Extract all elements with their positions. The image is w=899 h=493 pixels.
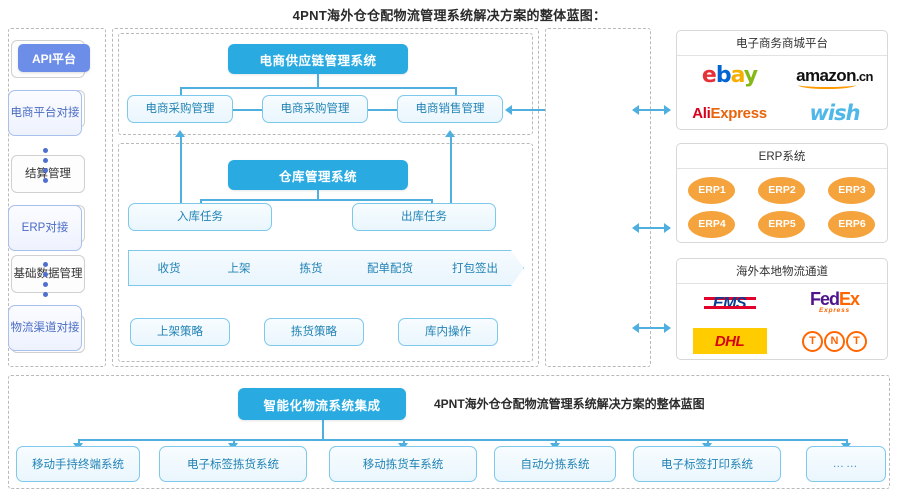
connector-api-ecom (638, 109, 670, 111)
arrow-up-outbound (445, 130, 455, 137)
arrow-up-inbound (175, 130, 185, 137)
connector-inbound-up (180, 137, 182, 205)
erp-item[interactable]: ERP3 (817, 173, 887, 207)
arrow-left-sales (505, 105, 512, 115)
sidebar-item-basic-data[interactable]: 基础数据管理 (11, 255, 85, 293)
api-column-container (545, 28, 651, 367)
logo-wish: wish (809, 101, 860, 125)
logo-dhl: DHL (677, 322, 782, 359)
erp-item[interactable]: ERP5 (747, 207, 817, 241)
arrow-right-erp (664, 223, 671, 233)
erp-item[interactable]: ERP6 (817, 207, 887, 241)
connector-bottom-trunk (322, 420, 324, 439)
erp-label: ERP3 (828, 176, 876, 204)
connector-supply-horiz (180, 87, 455, 89)
ecommerce-logo-grid: ebay amazon.cn AliExpress wish (677, 56, 887, 129)
erp-label: ERP4 (688, 210, 736, 238)
process-step-packing[interactable]: 打包签出 (426, 250, 524, 286)
logo-aliexpress: AliExpress (692, 104, 767, 122)
arrow-left-logi (632, 323, 639, 333)
strategy-putaway[interactable]: 上架策略 (130, 318, 230, 346)
connector-branch-3 (403, 439, 405, 446)
panel-ecommerce-title: 电子商务商城平台 (677, 31, 887, 56)
api-connector-logistics[interactable]: 物流渠道对接 (8, 305, 82, 351)
process-step-receiving[interactable]: 收货 (128, 250, 210, 286)
bottom-header: 智能化物流系统集成 (238, 388, 406, 420)
connector-wms-right (431, 199, 433, 205)
supply-box-purchase-1[interactable]: 电商采购管理 (127, 95, 233, 123)
connector-outbound-up (450, 137, 452, 205)
arrow-left-ecom (632, 105, 639, 115)
logo-amazon-cn: amazon.cn (782, 56, 887, 94)
arrow-right-ecom (664, 105, 671, 115)
api-connector-ecommerce[interactable]: 电商平台对接 (8, 90, 82, 136)
arrow-left-erp (632, 223, 639, 233)
bottom-item-picking-cart[interactable]: 移动拣货车系统 (329, 446, 477, 482)
arrow-right-logi (664, 323, 671, 333)
connector-api-erp (638, 227, 670, 229)
supply-chain-header: 电商供应链管理系统 (228, 44, 408, 74)
strategy-inwarehouse[interactable]: 库内操作 (398, 318, 498, 346)
connector-branch-6 (846, 439, 848, 446)
connector-bottom-bus (78, 439, 846, 441)
connector-wms-vert (317, 190, 319, 199)
bottom-item-tag-picking[interactable]: 电子标签拣货系统 (159, 446, 307, 482)
dots-erp-logistics (43, 262, 48, 297)
logo-ems: EMS (677, 284, 782, 322)
erp-item[interactable]: ERP2 (747, 173, 817, 207)
supply-box-sales[interactable]: 电商销售管理 (397, 95, 503, 123)
erp-grid: ERP1 ERP2 ERP3 ERP4 ERP5 ERP6 (677, 169, 887, 242)
connector-branch-2 (233, 439, 235, 446)
connector-box2-box3 (368, 109, 397, 111)
logo-ebay: ebay (701, 62, 758, 88)
erp-label: ERP5 (758, 210, 806, 238)
bottom-item-auto-sorting[interactable]: 自动分拣系统 (494, 446, 616, 482)
connector-wms-left (200, 199, 202, 205)
panel-ecommerce-platforms: 电子商务商城平台 ebay amazon.cn AliExpress wish (676, 30, 888, 130)
connector-api-logi (638, 327, 670, 329)
wms-header: 仓库管理系统 (228, 160, 408, 190)
sidebar-item-settlement[interactable]: 结算管理 (11, 155, 85, 193)
dots-ecommerce-erp (43, 148, 48, 183)
erp-item[interactable]: ERP4 (677, 207, 747, 241)
bottom-item-handheld[interactable]: 移动手持终端系统 (16, 446, 140, 482)
process-step-picking[interactable]: 拣货 (268, 250, 354, 286)
api-platform-pill: API平台 (18, 44, 90, 72)
strategy-picking[interactable]: 拣货策略 (264, 318, 364, 346)
connector-sales-to-api (512, 109, 552, 111)
connector-branch-5 (707, 439, 709, 446)
connector-supply-right (455, 87, 457, 97)
bottom-caption: 4PNT海外仓仓配物流管理系统解决方案的整体蓝图 (434, 397, 705, 411)
erp-label: ERP2 (758, 176, 806, 204)
api-connector-erp[interactable]: ERP对接 (8, 205, 82, 251)
bottom-item-more[interactable]: …… (806, 446, 886, 482)
connector-box1-box2 (233, 109, 262, 111)
connector-branch-4 (555, 439, 557, 446)
erp-item[interactable]: ERP1 (677, 173, 747, 207)
wms-task-inbound[interactable]: 入库任务 (128, 203, 272, 231)
wms-task-outbound[interactable]: 出库任务 (352, 203, 496, 231)
page-title: 4PNT海外仓仓配物流管理系统解决方案的整体蓝图： (292, 8, 607, 23)
erp-label: ERP1 (688, 176, 736, 204)
connector-wms-horiz (200, 199, 431, 201)
process-step-putaway[interactable]: 上架 (196, 250, 282, 286)
bottom-item-tag-printing[interactable]: 电子标签打印系统 (633, 446, 781, 482)
panel-logistics-title: 海外本地物流通道 (677, 259, 887, 284)
connector-supply-left (180, 87, 182, 97)
connector-supply-vert (317, 74, 319, 87)
panel-erp-title: ERP系统 (677, 144, 887, 169)
panel-erp-systems: ERP系统 ERP1 ERP2 ERP3 ERP4 ERP5 ERP6 (676, 143, 888, 243)
connector-branch-1 (78, 439, 80, 446)
supply-box-purchase-2[interactable]: 电商采购管理 (262, 95, 368, 123)
erp-label: ERP6 (828, 210, 876, 238)
process-step-sorting[interactable]: 配单配货 (340, 250, 440, 286)
